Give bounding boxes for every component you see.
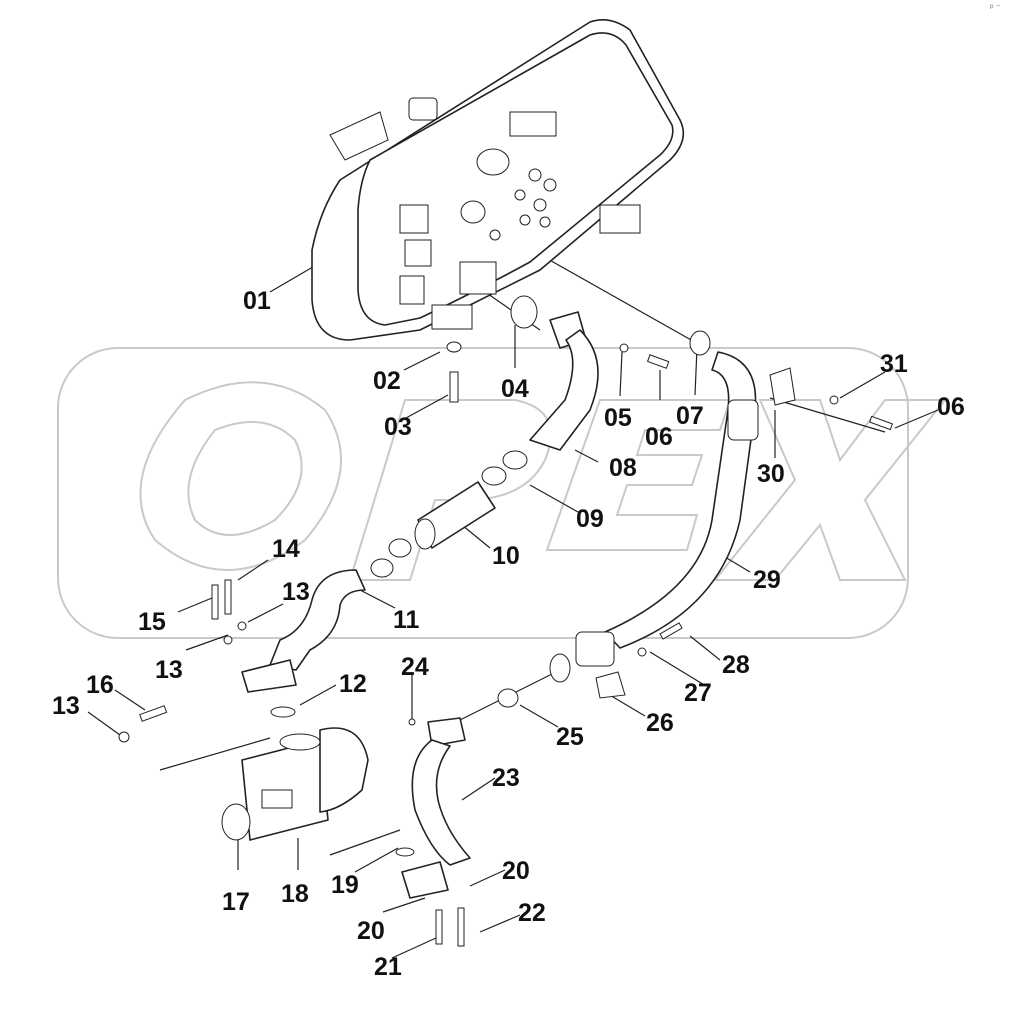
callout-25: 25 [556, 723, 584, 751]
part-05-nut [619, 343, 629, 353]
part-31-27-nuts [637, 395, 839, 657]
callout-15: 15 [138, 608, 166, 636]
callout-03: 03 [384, 413, 412, 441]
part-06-bolt [646, 354, 670, 369]
part-17-oring [221, 803, 251, 841]
callout-07: 07 [676, 402, 704, 430]
callout-21: 21 [374, 953, 402, 981]
callout-12: 12 [339, 670, 367, 698]
callout-13-left: 13 [52, 692, 80, 720]
part-09-clamps [481, 450, 528, 486]
part-10-hose [414, 481, 496, 550]
part-01-tank [311, 19, 685, 341]
part-25-oring [497, 688, 519, 708]
callout-14: 14 [272, 535, 300, 563]
callout-06-right: 06 [937, 393, 965, 421]
corner-mark: ᵖ ⁻ [990, 2, 1001, 12]
callout-11: 11 [393, 606, 420, 634]
callout-29: 29 [753, 566, 781, 594]
callout-20-right: 20 [502, 857, 530, 885]
callout-20-left: 20 [357, 917, 385, 945]
callout-30: 30 [757, 460, 785, 488]
part-03-bolt [449, 371, 459, 403]
part-18-pump [241, 727, 369, 841]
part-20-21-22-bolts [435, 907, 465, 947]
part-02-washer [446, 341, 462, 353]
callout-10: 10 [492, 542, 520, 570]
callout-19: 19 [331, 871, 359, 899]
callout-06: 06 [645, 423, 673, 451]
callout-labels: 01 02 03 04 05 06 06 07 08 09 10 11 12 1… [52, 287, 965, 981]
part-04-oring [510, 295, 538, 329]
callout-01: 01 [243, 287, 271, 315]
callout-27: 27 [684, 679, 712, 707]
part-19-oring [395, 847, 415, 857]
callout-13-mid: 13 [155, 656, 183, 684]
callout-24: 24 [401, 653, 429, 681]
part-12-oring [270, 706, 296, 718]
callout-17: 17 [222, 888, 250, 916]
callout-26: 26 [646, 709, 674, 737]
callout-13-top: 13 [282, 578, 310, 606]
part-06-28-bolts [659, 415, 894, 640]
callout-16: 16 [86, 671, 114, 699]
callout-08: 08 [609, 454, 637, 482]
callout-04: 04 [501, 375, 529, 403]
part-24-nut [408, 718, 416, 726]
part-26-clamp [595, 671, 626, 699]
callout-28: 28 [722, 651, 750, 679]
callout-18: 18 [281, 880, 309, 908]
part-07-oring [689, 330, 711, 356]
part-29-flex-pipe [549, 351, 759, 683]
part-08-pipe [529, 311, 599, 451]
part-10-clamps [370, 538, 412, 578]
callout-23: 23 [492, 764, 520, 792]
part-13-14-15-bolts [118, 579, 247, 743]
part-01-holes [489, 168, 557, 241]
callout-02: 02 [373, 367, 401, 395]
callout-22: 22 [518, 899, 546, 927]
callout-05: 05 [604, 404, 632, 432]
part-11-pipe [241, 569, 366, 693]
callout-09: 09 [576, 505, 604, 533]
callout-31: 31 [880, 350, 908, 378]
part-23-pipe [401, 717, 471, 899]
part-30-clamp [769, 367, 796, 406]
